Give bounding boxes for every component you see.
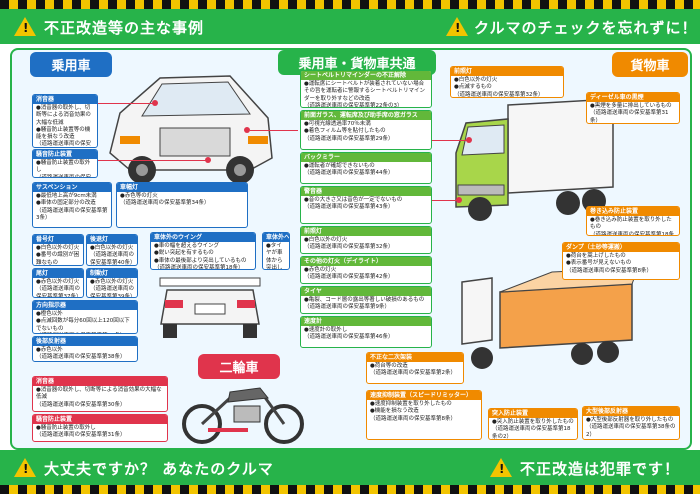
checker-strip-top [0, 0, 700, 9]
dump-truck-illustration [461, 267, 639, 369]
leader-line [430, 140, 470, 141]
info-box-car-brake-lamp: 制動灯●赤色以外の灯火 （道路運送車両の保安基準第39条） [86, 268, 138, 298]
marker-dot [456, 197, 462, 203]
banner-bottom-left: 大丈夫ですか？ あなたのクルマ [44, 460, 274, 478]
warning-icon: ! [490, 458, 512, 477]
leader-line [95, 160, 207, 161]
info-box-common-window: 前面ガラス、運転席及び助手席の窓ガラス●可視光線透過率70％未満 ●着色フィルム… [300, 110, 432, 150]
info-box-truck-headlamp: 前照灯●白色以外の灯火 ●点滅するもの （道路運送車両の保安基準第32条） [450, 66, 564, 98]
info-box-moto-muffler: 消音器●消音器の取外し、切断等による消音効果の大幅な低減 （道路運送車両の保安基… [32, 376, 168, 412]
leader-line [250, 130, 298, 131]
info-box-common-speedometer: 速度計●速度計の取外し （道路運送車両の保安基準第46条） [300, 316, 432, 348]
info-box-truck-speed-limiter: 速度抑制装置（スピードリミッター）●速度抑制装置を取り外したもの ●機能を損なう… [366, 390, 482, 440]
info-box-car-noise: 騒音防止装置●騒音防止装置の取外し （道路運送車両の保安基準第31条） [32, 149, 98, 178]
banner-title-right: クルマのチェックを忘れずに！ [474, 19, 698, 37]
info-box-common-horn: 警音器●音の大きさ又は音色が一定でないもの （道路運送車両の保安基準第43条） [300, 186, 432, 224]
section-tag-car: 乗用車 [30, 52, 112, 77]
marker-dot [466, 137, 472, 143]
car-rear-illustration [159, 277, 261, 338]
warning-icon: ! [446, 17, 468, 36]
info-box-car-muffler: 消音器●消音器の取外し、切断等による消音効果の大幅な低減 ●騒音防止装置等の機能… [32, 94, 98, 148]
banner-bottom-right: 不正改造は犯罪です！ [520, 460, 681, 478]
info-box-car-plate-lamp: 番号灯●白色以外の灯火 ●番号の識別が困難なもの （道路運送車両の保安基準第36… [32, 234, 84, 266]
marker-dot [152, 100, 158, 106]
info-box-car-tail-lamp: 尾灯●赤色以外の灯火 （道路運送車両の保安基準第37条） [32, 268, 84, 298]
info-box-car-reverse-lamp: 後退灯●白色以外の灯火 （道路運送車両の保安基準第40条） [86, 234, 138, 266]
checker-strip-bottom [0, 485, 700, 494]
info-box-car-width-lamp: 車幅灯●赤色等の灯火 （道路運送車両の保安基準第34条） [116, 182, 248, 228]
section-tag-truck: 貨物車 [612, 52, 688, 77]
info-box-car-wing: 車体外のウイング●車の幅を超えるウイング ●鋭い突起を有するもの ●車体の最後部… [150, 232, 256, 270]
bottom-banner: ! 大丈夫ですか？ あなたのクルマ ! 不正改造は犯罪です！ [0, 450, 700, 485]
info-box-car-reflector: 後部反射器●赤色以外 （道路運送車両の保安基準第38条） [32, 336, 138, 362]
info-box-truck-black-smoke: ディーゼル車の黒煙●黒煙を多量に排出しているもの （道路運送車両の保安基準第31… [586, 92, 680, 124]
warning-icon: ! [14, 458, 36, 477]
info-box-moto-noise: 騒音防止装置●騒音防止装置の取外し （道路運送車両の保安基準第31条） [32, 414, 168, 442]
info-box-truck-underrun: 突入防止装置●突入防止装置を取り外したもの （道路運送車両の保安基準第18条の2… [488, 408, 578, 440]
leader-line [430, 200, 460, 201]
info-box-truck-body: 不正な二次架装●荷台等の改造 （道路運送車両の保安基準第2条） [366, 352, 464, 384]
marker-dot [244, 127, 250, 133]
info-box-car-turn-signal: 方向指示器●橙色以外 ●点滅回数が毎分60回以上120回以下でないもの （道路運… [32, 300, 138, 334]
info-box-common-headlamp: 前照灯●白色以外の灯火 （道路運送車両の保安基準第32条） [300, 226, 432, 254]
info-box-truck-reflector: 大型後部反射器●大型後部反射器を取り外したもの （道路運送車両の保安基準第38条… [582, 406, 680, 440]
motorcycle-illustration [182, 387, 304, 444]
info-box-common-tire: タイヤ●亀裂、コード層の露出等著しい破損のあるもの （道路運送車両の保安基準第9… [300, 286, 432, 314]
info-box-car-suspension: サスペンション●最低地上高が9cm未満 ●車体の固定部分の改造 （道路運送車両の… [32, 182, 112, 228]
info-box-truck-side-guard: 巻き込み防止装置●巻き込み防止装置を取り外したもの （道路運送車両の保安基準第1… [586, 206, 680, 236]
top-banner: ! 不正改造等の主な事例 ! クルマのチェックを忘れずに！ [0, 9, 700, 44]
info-box-common-seatbelt: シートベルトリマインダーの不正解除●運転席にシートベルトが装着されていない場合そ… [300, 70, 432, 108]
info-box-truck-dump: ダンプ（土砂等運搬）●荷台を嵩上げしたもの ●表示番号が見えないもの （道路運送… [562, 242, 680, 280]
info-box-common-mirror: バックミラー●運転者が確認できないもの （道路運送車両の保安基準第44条） [300, 152, 432, 184]
warning-icon: ! [14, 17, 36, 36]
info-box-car-tire-protrusion: 車体外へのタイヤの突出●タイヤが車体から突出しているもの ●車体の外側に回転部分… [262, 232, 290, 270]
section-tag-motorcycle: 二輪車 [198, 354, 280, 379]
marker-dot [205, 157, 211, 163]
leader-line [95, 103, 155, 104]
banner-title-left: 不正改造等の主な事例 [44, 19, 205, 37]
car-front-illustration [109, 75, 273, 184]
info-box-common-daylight: その他の灯火（デイライト）●赤色の灯火 （道路運送車両の保安基準第42条） [300, 256, 432, 284]
